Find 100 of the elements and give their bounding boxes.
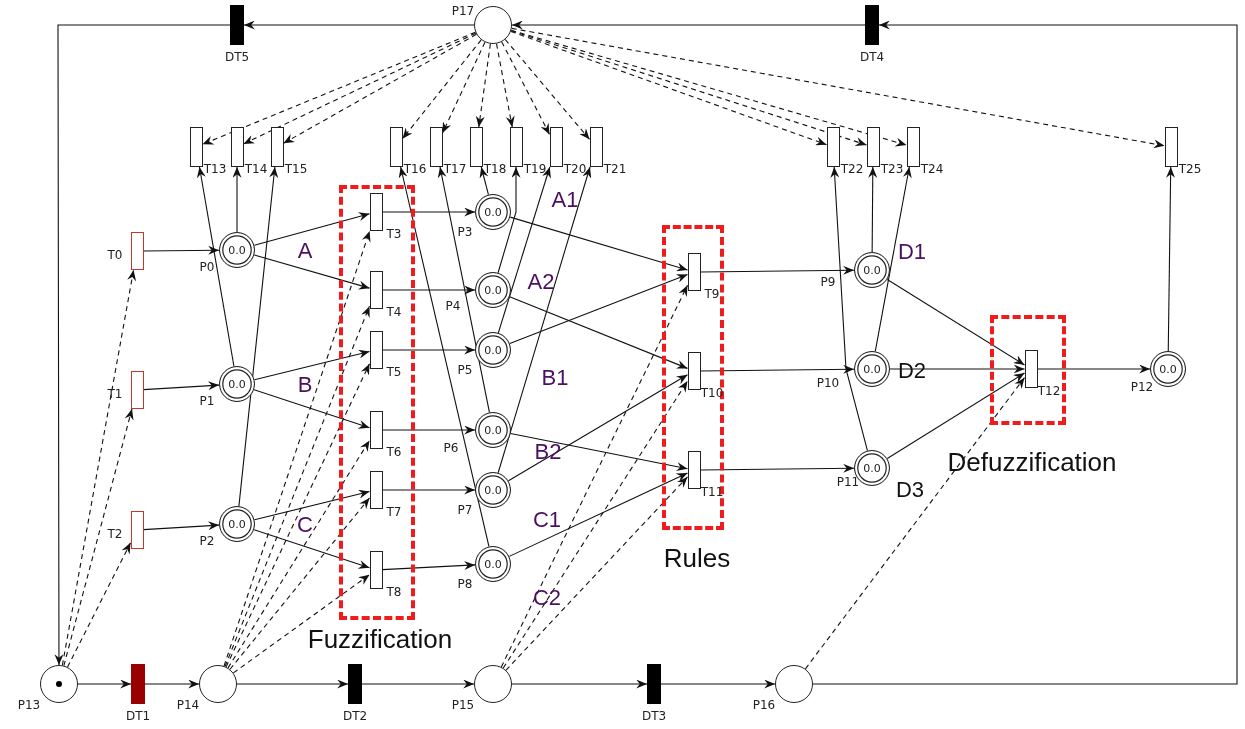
arc: [699, 463, 855, 473]
transition-bar: [865, 5, 879, 45]
arc: [381, 207, 476, 217]
node-label: DT1: [125, 710, 151, 722]
node-label: T22: [840, 163, 864, 175]
transition-bar: [687, 253, 701, 291]
node-label: P3: [457, 226, 473, 238]
node-label: T17: [443, 163, 467, 175]
dashed-arc: [441, 41, 486, 134]
node-label: T2: [107, 528, 123, 540]
node-label: DT5: [224, 51, 250, 63]
node-label: T6: [386, 446, 402, 458]
transition-bar: [826, 127, 840, 167]
node-label: T3: [386, 228, 402, 240]
transition-bar: [509, 127, 523, 167]
arc: [243, 20, 475, 30]
transition-bar: [906, 127, 920, 167]
transition-bar: [369, 271, 383, 309]
node-label: P5: [457, 364, 473, 376]
place-circle: [199, 665, 237, 703]
place-circle: [475, 332, 511, 368]
fuzzy-set-label: A: [297, 240, 313, 262]
transition-bar: [270, 127, 284, 167]
dashed-arc: [61, 269, 137, 666]
node-label: P13: [17, 699, 41, 711]
transition-bar: [687, 451, 701, 489]
place-circle: [854, 351, 890, 387]
node-label: T7: [386, 506, 402, 518]
node-label: T12: [1037, 385, 1061, 397]
node-label: T24: [920, 163, 944, 175]
place-value: 0.0: [483, 484, 503, 496]
node-label: P6: [443, 442, 459, 454]
node-label: DT3: [641, 710, 667, 722]
transition-bar: [130, 371, 144, 409]
arc: [1166, 166, 1176, 352]
arc: [54, 24, 231, 666]
node-label: T19: [523, 163, 547, 175]
place-value: 0.0: [483, 284, 503, 296]
arc: [196, 166, 235, 367]
node-label: P14: [176, 699, 200, 711]
stage-label: Defuzzification: [947, 449, 1117, 475]
arc: [144, 679, 200, 689]
fuzzy-set-label: C1: [532, 509, 562, 531]
transition-bar: [549, 127, 563, 167]
arc: [142, 245, 220, 255]
transition-bar: [866, 127, 880, 167]
node-label: P2: [199, 535, 215, 547]
arc: [142, 521, 220, 531]
place-circle: [474, 665, 512, 703]
arc: [497, 166, 551, 334]
node-label: T14: [244, 163, 268, 175]
place-value: 0.0: [1158, 363, 1178, 375]
arc: [497, 166, 521, 274]
node-label: P9: [820, 276, 836, 288]
fuzzy-set-label: B1: [541, 367, 569, 389]
node-label: P16: [752, 699, 776, 711]
node-label: T23: [880, 163, 904, 175]
node-label: P8: [457, 578, 473, 590]
dashed-arc: [495, 43, 515, 128]
node-label: DT4: [859, 51, 885, 63]
node-label: T21: [603, 163, 627, 175]
arc: [509, 296, 689, 369]
place-circle: [475, 412, 511, 448]
arc: [381, 561, 476, 571]
transition-bar: [369, 331, 383, 369]
place-circle: [775, 665, 813, 703]
arc: [361, 679, 475, 689]
node-label: T1: [107, 388, 123, 400]
fuzzy-set-label: B: [297, 374, 313, 396]
place-circle: [475, 194, 511, 230]
transition-bar: [369, 193, 383, 231]
place-circle: [40, 665, 78, 703]
transition-bar: [389, 127, 403, 167]
node-label: T5: [386, 366, 402, 378]
dashed-arc: [224, 305, 371, 667]
transition-bar: [429, 127, 443, 167]
arc: [699, 265, 855, 275]
node-label: P7: [457, 504, 473, 516]
transition-bar: [189, 127, 203, 167]
node-label: T0: [107, 249, 123, 261]
arc: [507, 374, 689, 482]
arc: [509, 216, 689, 272]
arc: [1036, 364, 1151, 374]
node-label: T13: [203, 163, 227, 175]
node-label: P17: [451, 5, 475, 17]
arc: [236, 679, 349, 689]
place-circle: [475, 472, 511, 508]
place-value: 0.0: [483, 206, 503, 218]
fuzzy-set-label: C2: [532, 587, 562, 609]
arc: [253, 489, 371, 521]
arc: [511, 20, 866, 30]
arc: [812, 20, 1238, 685]
place-circle: [474, 6, 512, 44]
fuzzy-set-label: A1: [551, 189, 579, 211]
arc: [510, 432, 689, 471]
arc: [479, 166, 489, 196]
place-circle: [475, 546, 511, 582]
place-circle: [1150, 351, 1186, 387]
place-value: 0.0: [483, 344, 503, 356]
arc: [381, 345, 476, 355]
